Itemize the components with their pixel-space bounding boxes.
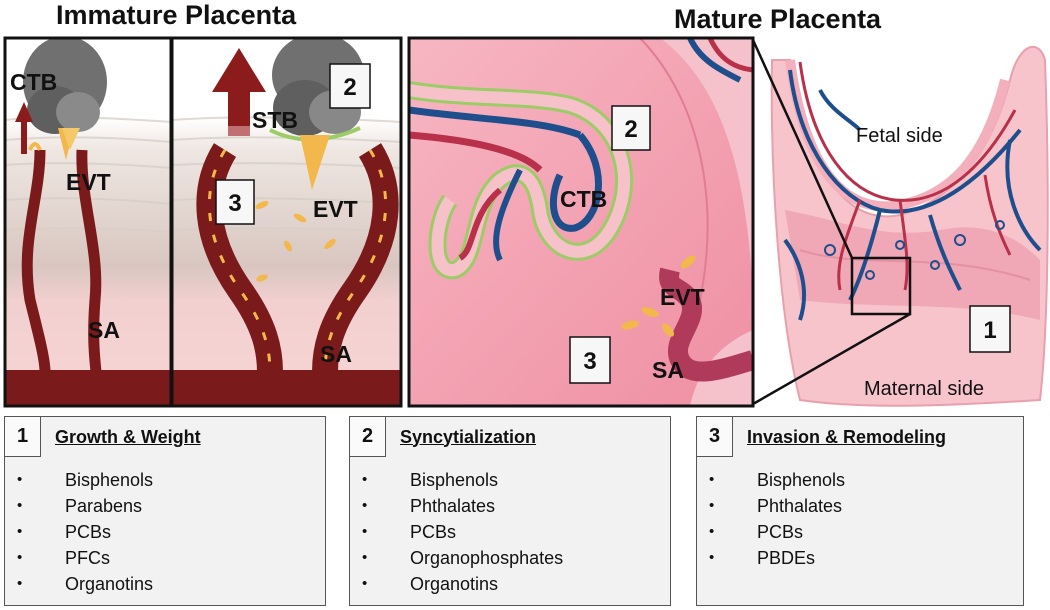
panel-header: 1 Growth & Weight [5, 417, 201, 457]
marker-2-immature: 2 [329, 63, 371, 109]
panel-header: 3 Invasion & Remodeling [697, 417, 946, 457]
placenta-illustration: CTB EVT SA STB EVT SA CTB EVT SA Fetal s… [3, 36, 1049, 408]
marker-2-mature: 2 [611, 105, 651, 151]
list-item: PFCs [5, 545, 153, 571]
list-item: Bisphenols [5, 467, 153, 493]
chemical-list: Bisphenols Parabens PCBs PFCs Organotins [5, 467, 153, 597]
upward-arrow-large-icon [212, 48, 266, 136]
list-item: PCBs [697, 519, 845, 545]
label-fetal-side: Fetal side [856, 125, 943, 147]
evt-cells-zoom [621, 255, 696, 337]
list-item: Bisphenols [350, 467, 563, 493]
label-evt-mature: EVT [660, 284, 705, 310]
marker-3-mature: 3 [569, 336, 611, 384]
svg-text:3: 3 [583, 348, 596, 375]
label-stb: STB [252, 107, 298, 133]
marker-3-immature: 3 [215, 179, 255, 225]
list-item: Organophosphates [350, 545, 563, 571]
panel-syncytialization: 2 Syncytialization Bisphenols Phthalates… [349, 416, 671, 606]
list-item: Parabens [5, 493, 153, 519]
panel-title: Growth & Weight [55, 426, 201, 447]
immature-placenta-title: Immature Placenta [56, 0, 297, 30]
svg-text:2: 2 [343, 74, 356, 101]
label-evt-immature-right: EVT [313, 196, 358, 222]
immature-panel-left [5, 38, 171, 406]
villus [409, 81, 633, 280]
panel-number: 2 [350, 417, 386, 457]
label-ctb-mature: CTB [560, 186, 607, 212]
label-evt-immature-left: EVT [66, 169, 111, 195]
label-sa-immature-right: SA [320, 341, 352, 367]
list-item: Bisphenols [697, 467, 845, 493]
chemical-list: Bisphenols Phthalates PCBs PBDEs [697, 467, 845, 571]
list-item: Phthalates [350, 493, 563, 519]
list-item: Organotins [350, 571, 563, 597]
svg-text:1: 1 [983, 317, 996, 344]
immature-panel-right [172, 38, 401, 406]
panel-number: 1 [5, 417, 41, 457]
panel-growth-weight: 1 Growth & Weight Bisphenols Parabens PC… [4, 416, 326, 606]
label-maternal-side: Maternal side [864, 378, 984, 400]
list-item: PCBs [350, 519, 563, 545]
list-item: Organotins [5, 571, 153, 597]
evt-cells-scattered [255, 200, 336, 282]
zoom-line-top [751, 39, 854, 259]
panel-header: 2 Syncytialization [350, 417, 536, 457]
panel-title: Syncytialization [400, 426, 537, 447]
panel-title: Invasion & Remodeling [747, 426, 947, 447]
marker-1-mature: 1 [969, 305, 1011, 353]
svg-text:3: 3 [228, 190, 241, 217]
cytotrophoblast-cluster-left [23, 38, 107, 134]
upward-arrow-small-icon [15, 102, 33, 154]
label-sa-mature: SA [652, 357, 684, 383]
label-ctb-immature: CTB [10, 69, 57, 95]
list-item: PBDEs [697, 545, 845, 571]
panel-number: 3 [697, 417, 733, 457]
label-sa-immature-left: SA [88, 317, 120, 343]
zoom-line-bottom [752, 312, 911, 406]
mature-placenta-title: Mature Placenta [674, 4, 882, 34]
list-item: Phthalates [697, 493, 845, 519]
zoom-region-box [850, 256, 912, 316]
list-item: PCBs [5, 519, 153, 545]
panel-invasion-remodeling: 3 Invasion & Remodeling Bisphenols Phtha… [696, 416, 1024, 606]
chemical-list: Bisphenols Phthalates PCBs Organophospha… [350, 467, 563, 597]
svg-text:2: 2 [624, 116, 637, 143]
